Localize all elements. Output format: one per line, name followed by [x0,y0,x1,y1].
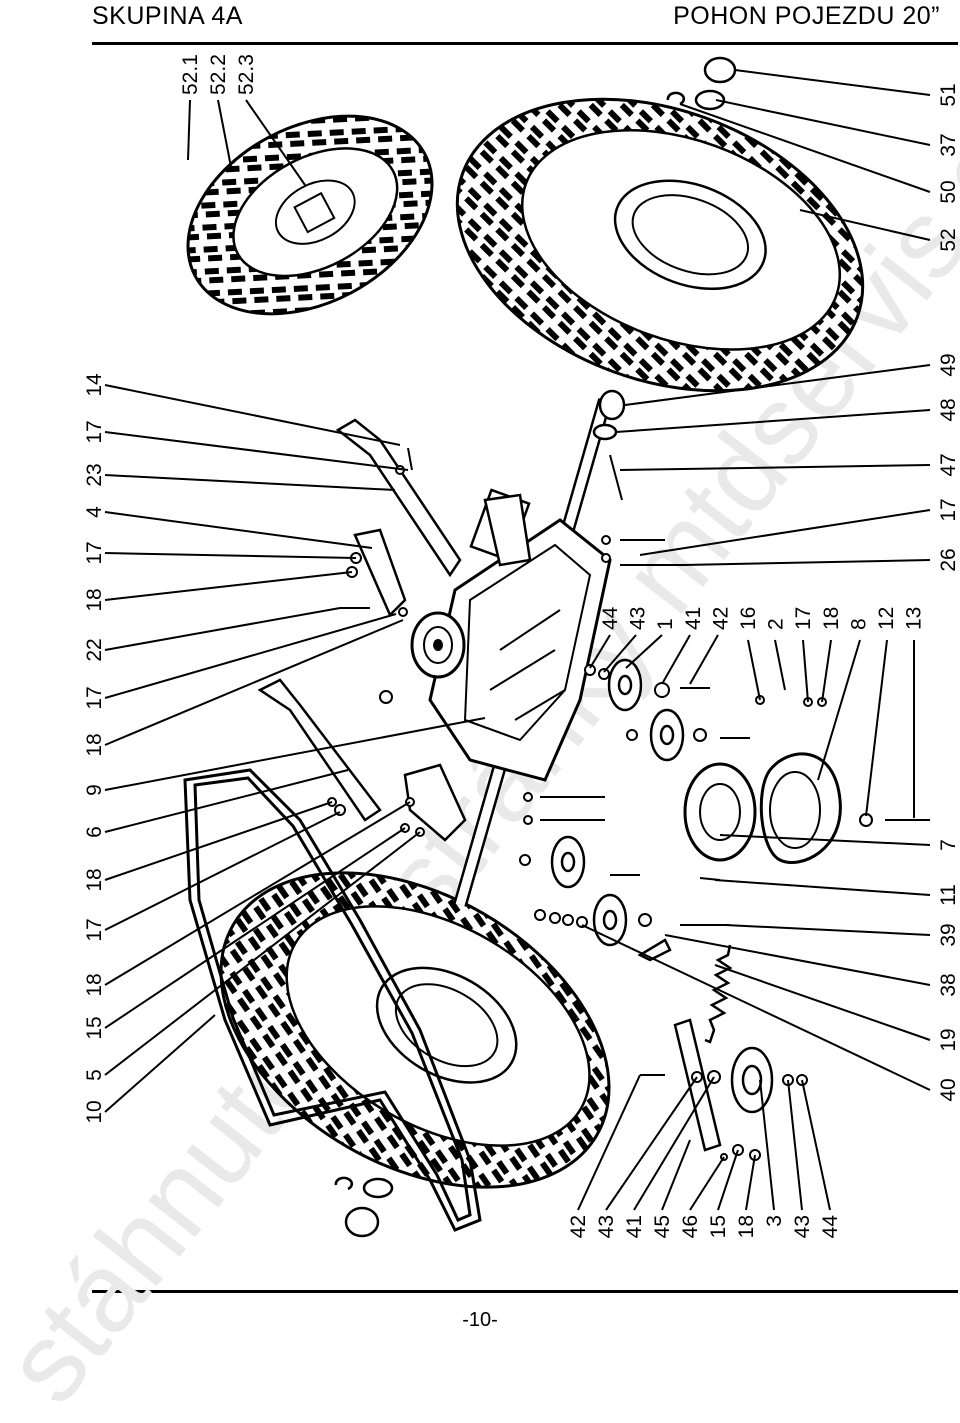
tire-icon [219,871,611,1189]
hub-parts [334,1176,394,1238]
callout-label: 42 [567,1215,590,1238]
page-number: -10- [462,1309,498,1331]
callout-label: 44 [599,606,622,630]
callout-label: 23 [83,463,106,486]
callout-label: 17 [83,686,106,709]
leader-lines-right [581,69,931,1091]
callout-label: 17 [792,607,815,630]
bracket [257,418,722,1152]
callout-label: 10 [83,1100,106,1123]
callout-label: 51 [937,83,960,106]
header-rule [92,42,958,45]
callout-label: 46 [679,1215,702,1238]
callout-label: 52 [937,228,960,251]
callout-labels: 1417234171822171896181718155105137505249… [83,54,960,1238]
footer-rule [92,1290,958,1293]
callout-label: 9 [83,784,106,796]
belt-icon [183,768,482,1232]
callout-label: 42 [709,607,732,630]
callout-label: 49 [937,353,960,376]
callout-label: 40 [937,1078,960,1101]
callout-label: 17 [937,498,960,521]
callout-label: 37 [937,133,960,156]
callout-label: 3 [763,1215,786,1227]
callout-label: 44 [819,1215,842,1239]
pulley-icon [550,658,774,1114]
fastener [327,447,930,1161]
pulley-icon [410,611,466,679]
callout-label: 16 [737,607,760,630]
callout-label: 15 [707,1215,730,1238]
callout-label: 18 [83,733,106,756]
callout-label: 19 [937,1028,960,1051]
callout-label: 52.1 [179,54,202,95]
callout-label: 17 [83,541,106,564]
callout-label: 4 [83,506,106,518]
callout-label: 43 [791,1215,814,1238]
callout-label: 14 [83,373,106,397]
callout-label: 52.3 [235,54,258,95]
leader-lines-top-wheel [187,99,306,186]
callout-label: 38 [937,973,960,996]
page-title: POHON POJEZDU 20” [673,2,940,30]
callout-label: 7 [937,839,960,851]
callout-label: 18 [820,607,843,630]
callout-label: 52.2 [207,54,230,95]
callout-label: 50 [937,180,960,203]
callout-label: 18 [83,588,106,611]
callout-label: 17 [83,420,106,443]
callout-label: 26 [937,548,960,571]
callout-label: 11 [937,884,960,906]
pulley-icon [683,752,842,864]
callout-label: 5 [83,1069,106,1081]
leader-lines-bottom [577,1074,831,1211]
callout-label: 48 [937,398,960,421]
callout-label: 15 [83,1016,106,1039]
callout-label: 18 [83,973,106,996]
leader-lines-center [589,634,915,818]
callout-label: 17 [83,918,106,941]
spring-icon [704,944,733,1044]
callout-label: 18 [735,1215,758,1238]
callout-label: 8 [847,618,870,630]
leader-lines-left [104,384,486,1113]
callout-label: 2 [765,618,788,630]
callout-label: 47 [937,453,960,476]
callout-label: 45 [651,1215,674,1238]
callout-label: 43 [595,1215,618,1238]
callout-label: 41 [682,607,705,630]
callout-label: 1 [654,618,677,630]
callout-label: 43 [627,607,650,630]
hub-parts [592,56,737,441]
callout-label: 6 [83,826,106,838]
tire-icon [455,97,865,393]
callout-label: 41 [623,1215,646,1238]
callout-label: 18 [83,868,106,891]
callout-label: 39 [937,923,960,946]
tire-icon [186,114,434,316]
callout-label: 13 [903,607,926,630]
callout-label: 22 [83,638,106,661]
group-label: SKUPINA 4A [92,2,243,30]
callout-label: 12 [875,607,898,630]
